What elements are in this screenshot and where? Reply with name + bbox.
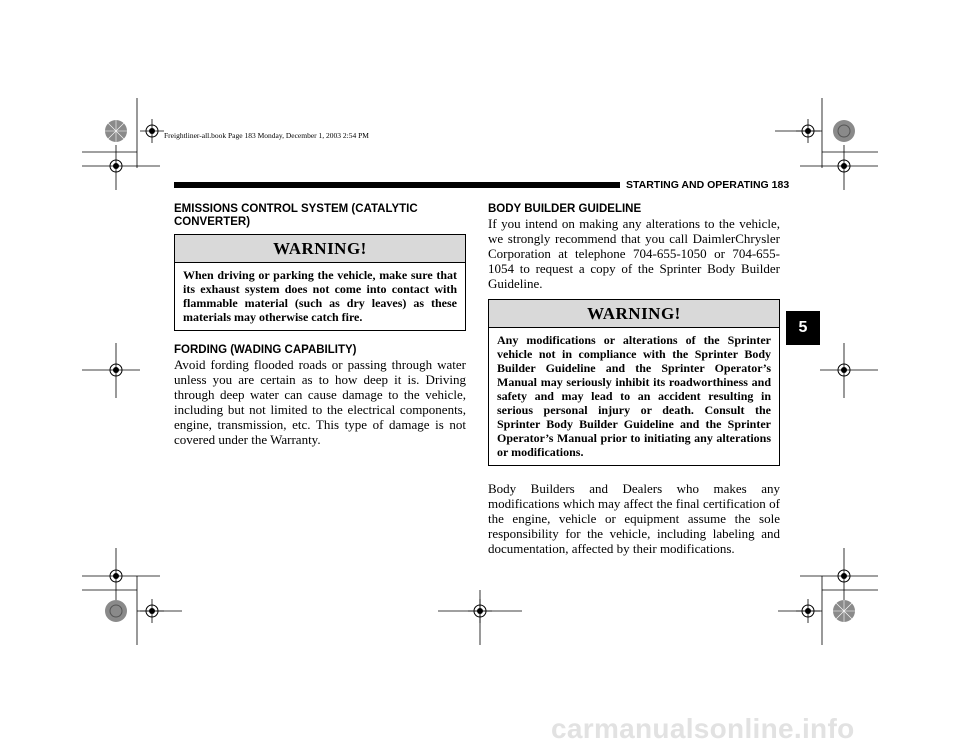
watermark: carmanualsonline.info: [551, 713, 855, 744]
header-rule: [174, 182, 620, 188]
right-column: BODY BUILDER GUIDELINE If you intend on …: [488, 203, 780, 556]
left-column: EMISSIONS CONTROL SYSTEM (CATALYTIC CONV…: [174, 203, 466, 447]
fording-paragraph: Avoid fording flooded roads or passing t…: [174, 357, 466, 447]
fording-heading: FORDING (WADING CAPABILITY): [174, 344, 357, 356]
warning-title: WARNING!: [489, 300, 779, 328]
emissions-warning-box: WARNING! When driving or parking the veh…: [174, 234, 466, 331]
chapter-tab: 5: [786, 311, 820, 345]
running-head: STARTING AND OPERATING 183: [626, 179, 790, 191]
file-info-line: Freightliner-all.book Page 183 Monday, D…: [164, 131, 369, 140]
warning-text: When driving or parking the vehicle, mak…: [183, 268, 457, 324]
body-builder-paragraph: If you intend on making any alterations …: [488, 216, 780, 291]
warning-text: Any modifications or alterations of the …: [497, 333, 771, 459]
body-builder-heading: BODY BUILDER GUIDELINE: [488, 203, 642, 215]
modifications-warning-box: WARNING! Any modifications or alteration…: [488, 299, 780, 466]
emissions-heading: EMISSIONS CONTROL SYSTEM (CATALYTIC CONV…: [174, 203, 418, 228]
warning-title: WARNING!: [175, 235, 465, 263]
registration-target-icon: [140, 119, 164, 143]
color-disc-icon: [105, 120, 127, 142]
dealers-paragraph: Body Builders and Dealers who makes any …: [488, 481, 780, 556]
